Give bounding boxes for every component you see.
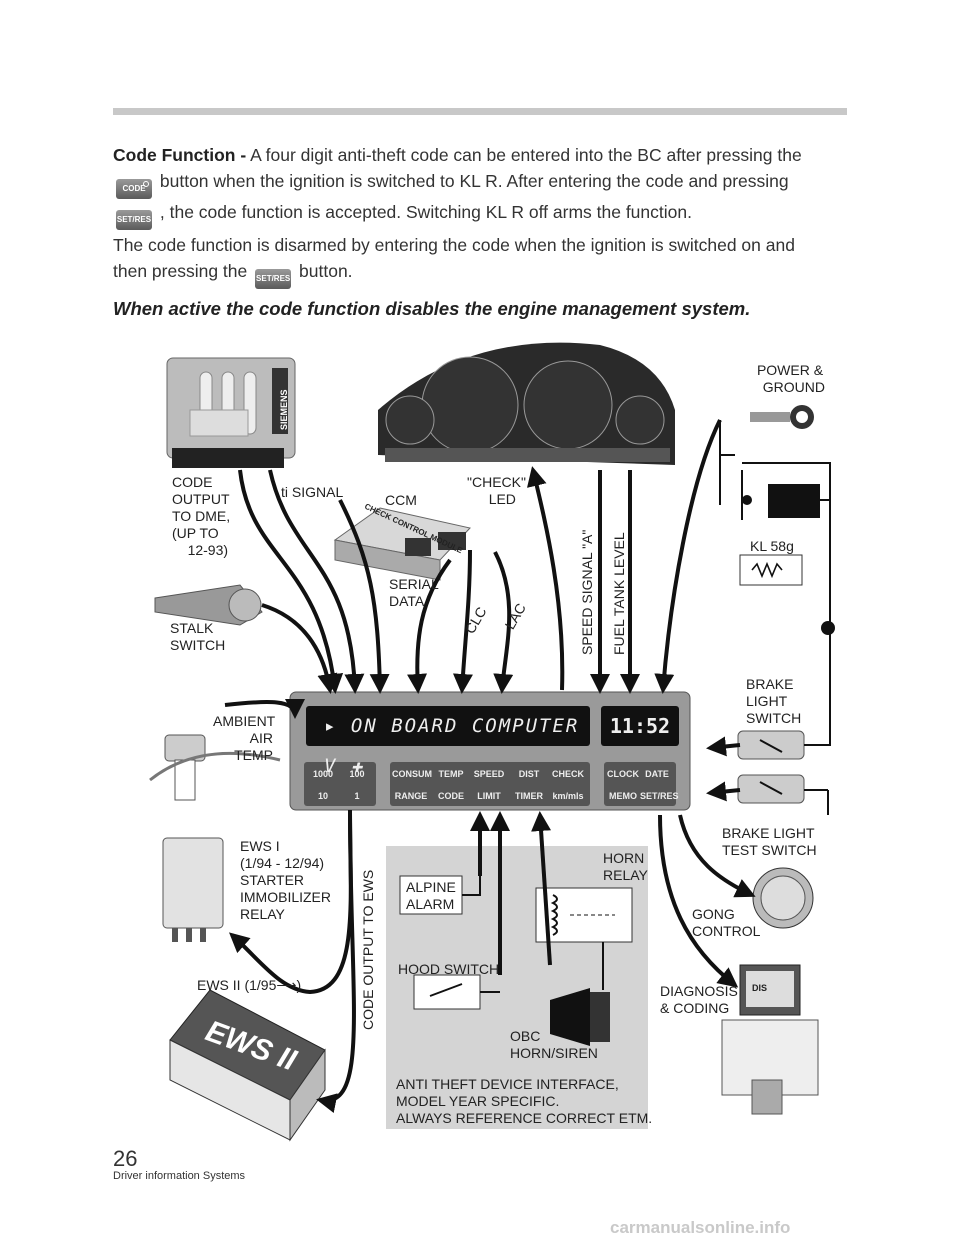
setres-button-icon-2: SET/RES bbox=[255, 269, 292, 289]
key-timer[interactable]: TIMER bbox=[515, 791, 543, 801]
key-temp[interactable]: TEMP bbox=[438, 769, 464, 779]
ambient-temp-sensor bbox=[149, 734, 281, 801]
setres-button-icon: SET/RES bbox=[116, 210, 152, 230]
key-icon bbox=[750, 405, 814, 429]
key-clock[interactable]: CLOCK bbox=[607, 769, 639, 779]
label-speed-signal: SPEED SIGNAL "A" bbox=[579, 529, 595, 655]
top-divider bbox=[113, 108, 847, 115]
label-check-led: "CHECK" LED bbox=[467, 474, 526, 507]
label-diagnosis: DIAGNOSIS& CODING bbox=[660, 983, 738, 1016]
obc-display: ▸ ON BOARD COMPUTER V ✚ bbox=[306, 706, 590, 777]
label-ews2: EWS II (1/95⟶) bbox=[197, 977, 302, 993]
label-anti-theft-note: ANTI THEFT DEVICE INTERFACE,MODEL YEAR S… bbox=[396, 1076, 653, 1126]
key-consum[interactable]: CONSUM bbox=[392, 769, 432, 779]
obc-clock: 11:52 bbox=[601, 706, 679, 746]
label-hood-switch: HOOD SWITCH bbox=[398, 961, 500, 977]
key-setres[interactable]: SET/RES bbox=[640, 791, 679, 801]
paragraph-disarm: The code function is disarmed by enterin… bbox=[113, 232, 847, 289]
emphasis-statement: When active the code function disables t… bbox=[113, 298, 751, 319]
key-1000[interactable]: 1000 bbox=[312, 769, 334, 779]
page-number: 26 bbox=[113, 1146, 138, 1171]
siemens-label: SIEMENS bbox=[279, 389, 289, 430]
instrument-cluster bbox=[378, 342, 675, 465]
key-check[interactable]: CHECK bbox=[551, 769, 584, 779]
label-code-output-ews: CODE OUTPUT TO EWS bbox=[360, 869, 376, 1030]
hood-switch-box bbox=[413, 974, 481, 1010]
key-date[interactable]: DATE bbox=[645, 769, 669, 779]
dis-tester bbox=[721, 964, 819, 1115]
key-1[interactable]: 1 bbox=[354, 791, 360, 801]
label-fuel-tank: FUEL TANK LEVEL bbox=[611, 532, 627, 655]
stalk-switch bbox=[154, 584, 263, 626]
label-ti-signal: ti SIGNAL bbox=[281, 484, 344, 500]
dme-module bbox=[166, 357, 296, 468]
key-10[interactable]: 10 bbox=[317, 791, 328, 801]
watermark: carmanualsonline.info bbox=[610, 1218, 791, 1237]
code-button-icon: CODE bbox=[116, 179, 152, 199]
key-dist[interactable]: DIST bbox=[518, 769, 540, 779]
alpine-alarm-box bbox=[399, 875, 463, 915]
key-kmmls[interactable]: km/mls bbox=[552, 791, 584, 801]
dis-screen-label: DIS bbox=[752, 983, 768, 993]
section-name: Driver information Systems bbox=[113, 1170, 246, 1182]
code-function-heading: Code Function - bbox=[113, 145, 247, 165]
label-power-ground: POWER & GROUND bbox=[756, 362, 826, 395]
rheostat-box bbox=[739, 554, 803, 586]
key-code[interactable]: CODE bbox=[437, 791, 464, 801]
ews1-relay bbox=[162, 837, 224, 942]
siren-icon bbox=[550, 988, 590, 1046]
key-range[interactable]: RANGE bbox=[394, 791, 428, 801]
key-memo[interactable]: MEMO bbox=[609, 791, 637, 801]
key-speed[interactable]: SPEED bbox=[473, 769, 505, 779]
ews2-box: EWS II bbox=[169, 989, 326, 1142]
label-kl58g: KL 58g bbox=[750, 538, 794, 554]
key-limit[interactable]: LIMIT bbox=[477, 791, 501, 801]
paragraph-code-function: Code Function - A four digit anti-theft … bbox=[113, 142, 847, 230]
key-100[interactable]: 100 bbox=[349, 769, 365, 779]
label-ccm: CCM bbox=[385, 492, 417, 508]
